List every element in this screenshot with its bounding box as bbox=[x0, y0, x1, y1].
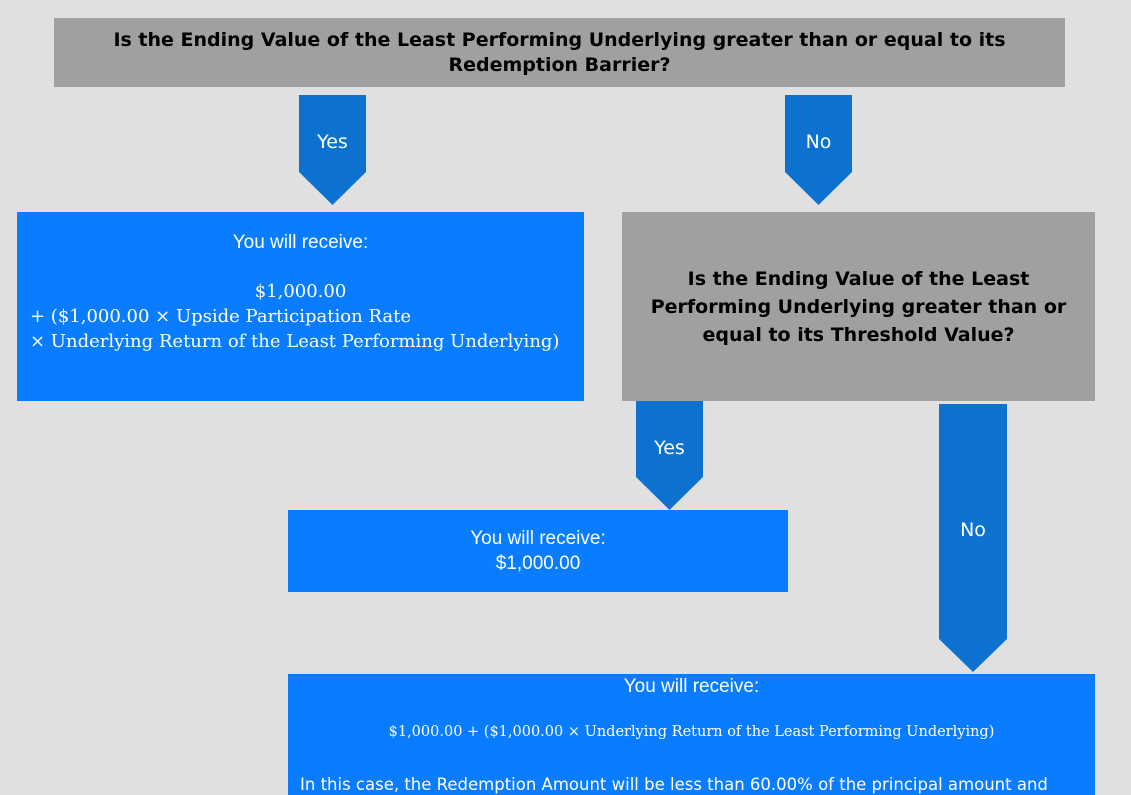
outcome-below-threshold-heading: You will receive: bbox=[623, 676, 760, 697]
arrow-no-2: No bbox=[939, 404, 1007, 672]
outcome-above-threshold-amount: $1,000.00 bbox=[495, 553, 581, 574]
question-redemption-barrier: Is the Ending Value of the Least Perform… bbox=[54, 18, 1065, 87]
arrow-down-icon bbox=[785, 95, 852, 205]
outcome-above-barrier-line1: $1,000.00 bbox=[254, 281, 347, 302]
arrow-no-1-label: No bbox=[805, 131, 832, 153]
outcome-above-threshold-heading: You will receive: bbox=[470, 528, 606, 549]
arrow-no-2-label: No bbox=[960, 519, 986, 541]
question-threshold-value: Is the Ending Value of the Least Perform… bbox=[622, 212, 1095, 401]
arrow-yes-1: Yes bbox=[299, 95, 366, 205]
arrow-yes-1-label: Yes bbox=[317, 131, 348, 153]
arrow-yes-2-label: Yes bbox=[654, 437, 685, 459]
outcome-above-barrier-line3: × Underlying Return of the Least Perform… bbox=[30, 331, 560, 352]
outcome-below-threshold-note: In this case, the Redemption Amount will… bbox=[300, 775, 1048, 794]
arrow-no-1: No bbox=[785, 95, 852, 205]
arrow-down-icon bbox=[939, 404, 1007, 672]
outcome-below-threshold-formula: $1,000.00 + ($1,000.00 × Underlying Retu… bbox=[388, 724, 995, 740]
outcome-above-barrier: You will receive: $1,000.00 + ($1,000.00… bbox=[17, 212, 584, 401]
question-redemption-barrier-text: Is the Ending Value of the Least Perform… bbox=[113, 28, 1006, 76]
outcome-above-barrier-heading: You will receive: bbox=[232, 232, 369, 253]
outcome-below-threshold: You will receive: $1,000.00 + ($1,000.00… bbox=[288, 674, 1095, 795]
question-threshold-value-text: Is the Ending Value of the Least Perform… bbox=[650, 267, 1067, 346]
arrow-down-icon bbox=[636, 401, 703, 510]
arrow-yes-2: Yes bbox=[636, 401, 703, 510]
arrow-down-icon bbox=[299, 95, 366, 205]
outcome-above-threshold: You will receive: $1,000.00 bbox=[288, 510, 788, 592]
outcome-above-barrier-line2: + ($1,000.00 × Upside Participation Rate bbox=[30, 306, 411, 327]
